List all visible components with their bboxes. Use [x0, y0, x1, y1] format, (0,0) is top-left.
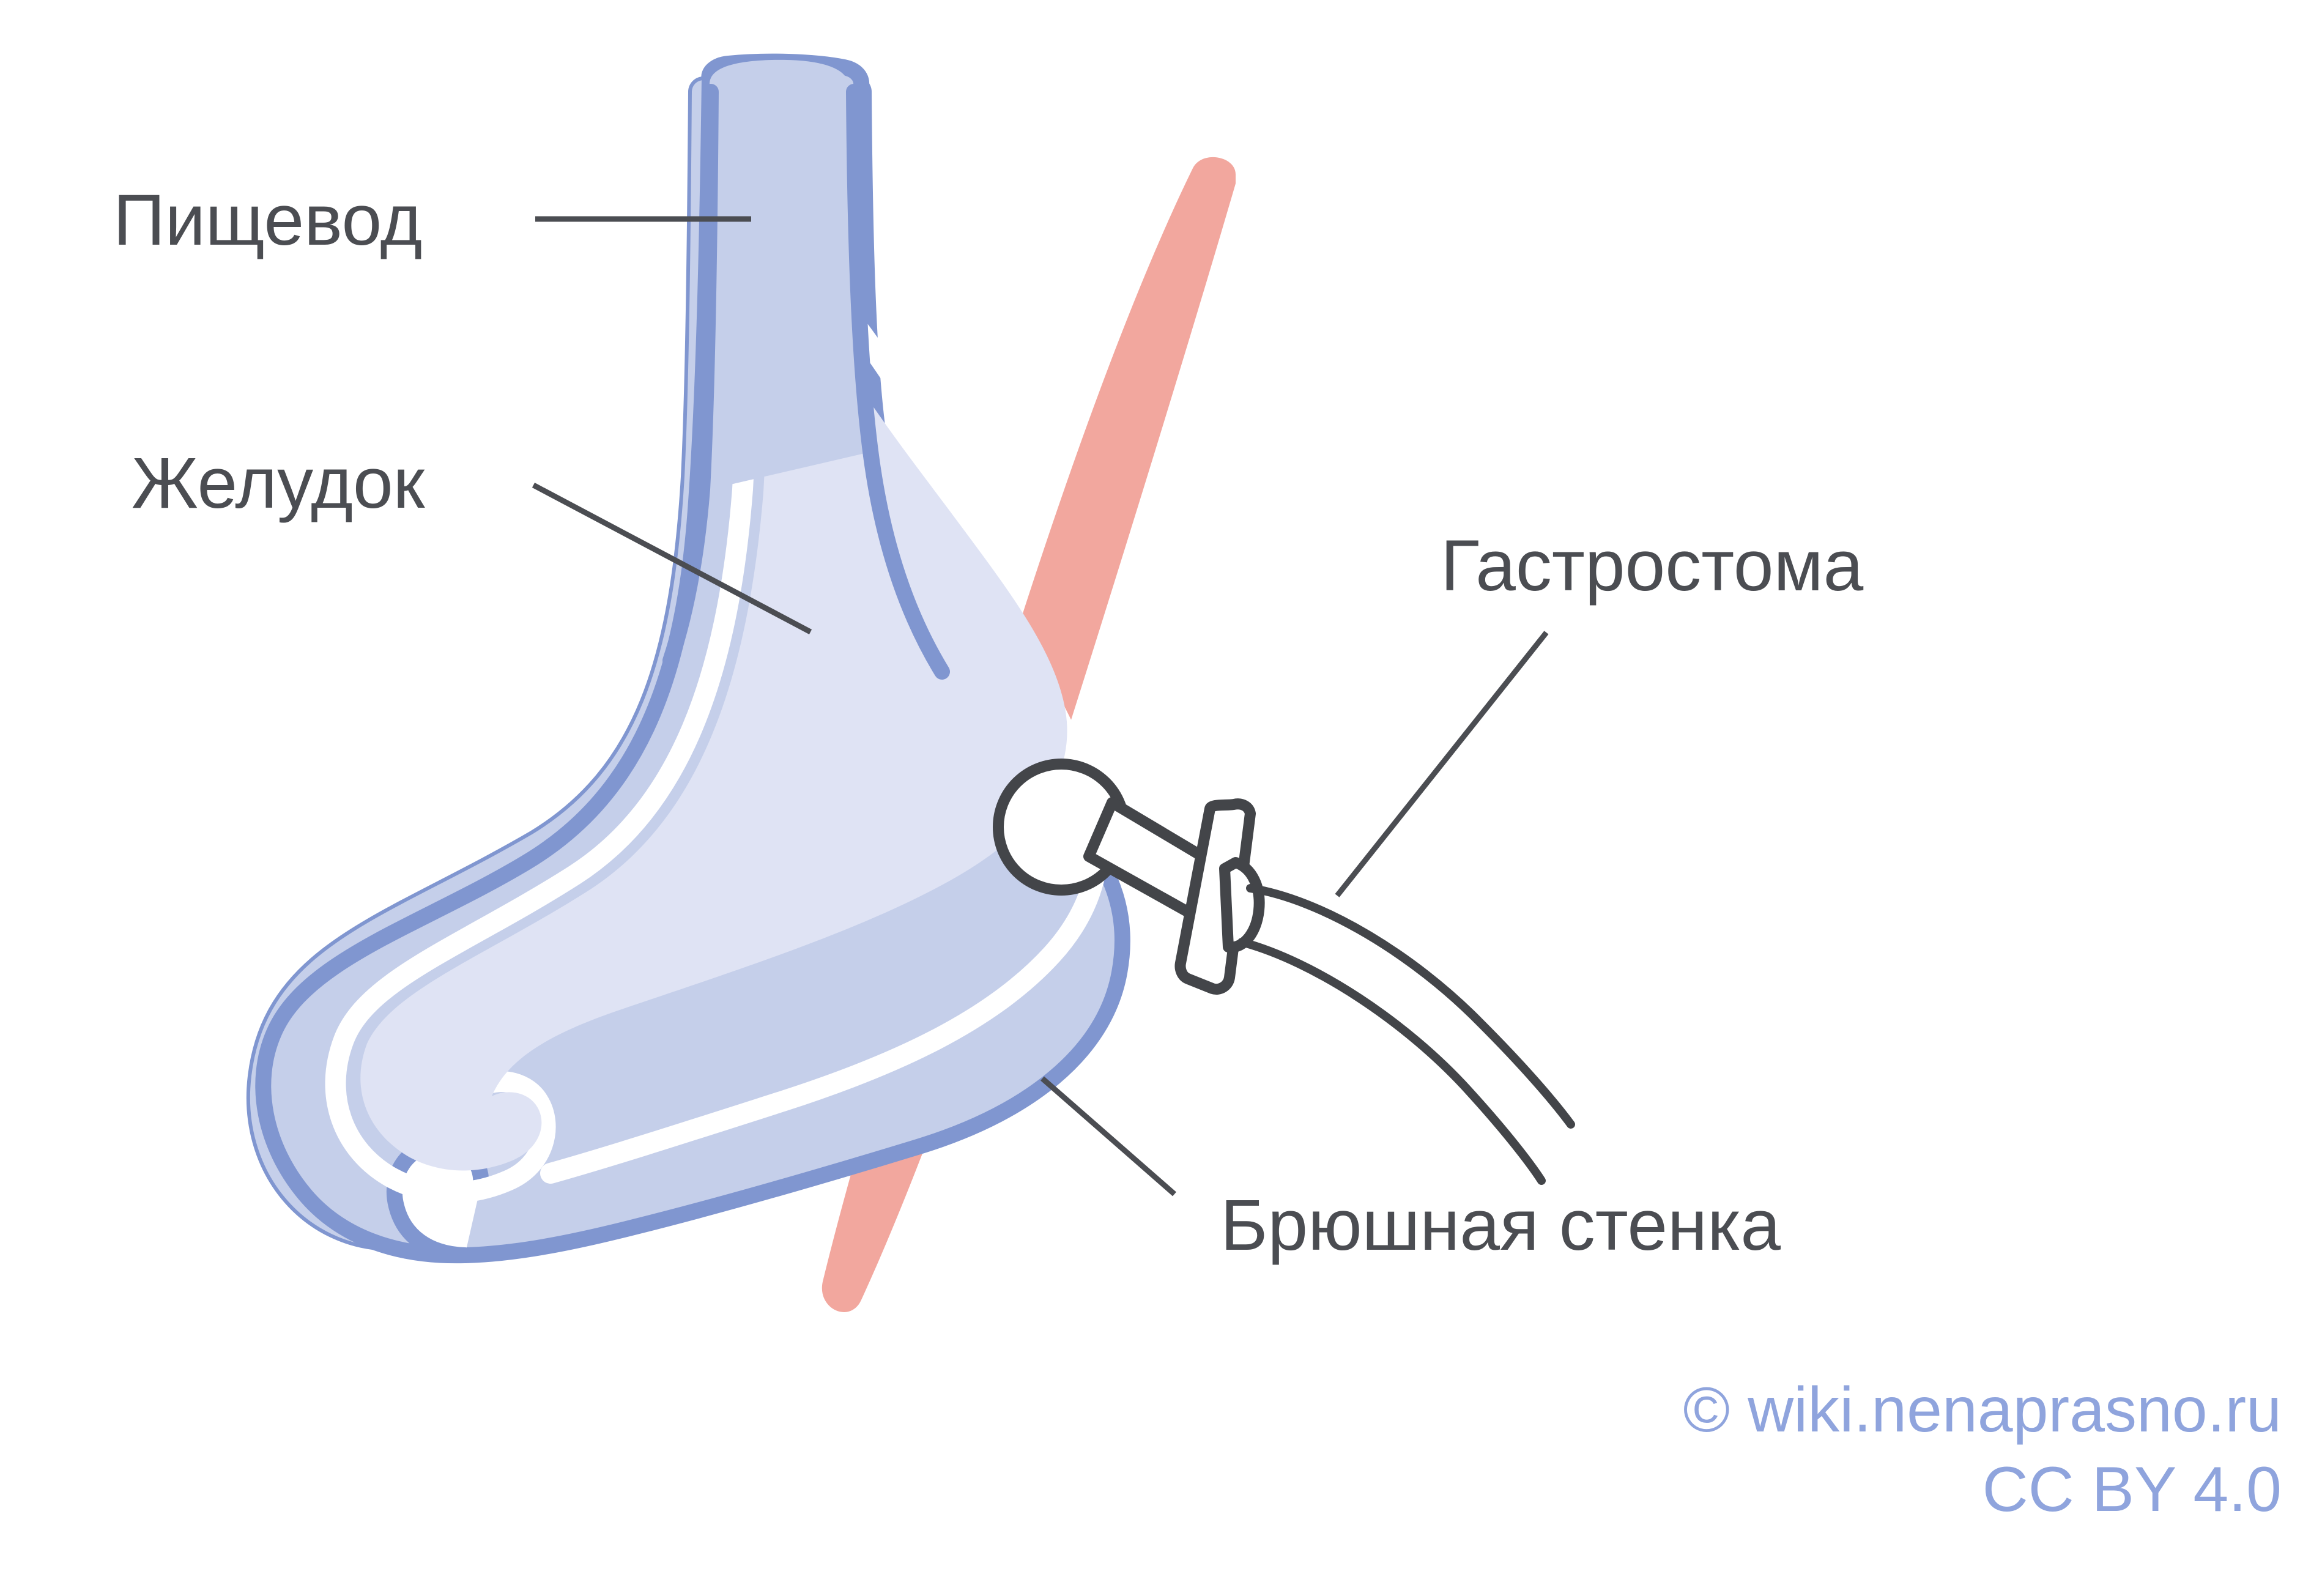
credit-line-site: © wiki.nenaprasno.ru	[1683, 1375, 2282, 1446]
esophagus-tube	[662, 59, 950, 680]
label-stomach: Желудок	[132, 443, 426, 524]
leader-lines	[532, 216, 1549, 1197]
leader-stomach	[532, 483, 812, 634]
stomach-lumen	[360, 164, 1067, 1171]
gastrostomy-device	[993, 759, 1575, 1185]
leader-abdominal-wall	[1040, 1076, 1176, 1197]
label-esophagus: Пищевод	[113, 180, 422, 261]
gastrostomy-hub	[1219, 857, 1265, 953]
label-abdominal-wall: Брюшная стенка	[1220, 1185, 1781, 1266]
credit-line-license: CC BY 4.0	[1983, 1454, 2282, 1525]
leader-gastrostomy	[1335, 631, 1549, 897]
gastrostomy-feeding-tube	[1237, 884, 1575, 1185]
label-gastrostomy: Гастростома	[1441, 525, 1864, 606]
